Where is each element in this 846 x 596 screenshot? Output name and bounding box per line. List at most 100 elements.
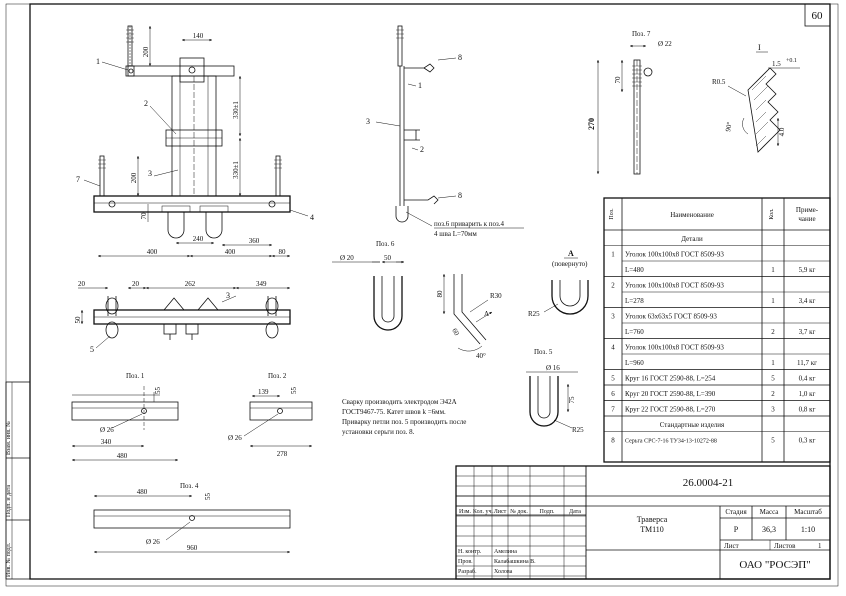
table-row-qty: 1	[771, 297, 775, 305]
scale-value: 1:10	[801, 525, 815, 534]
side-stamp: Взам. инв. № Подп. и дата Инв. № подл.	[5, 381, 31, 580]
pos6-label: Поз. 6	[376, 240, 395, 248]
main-elevation-view: 140 200 330±1 330±1 200 70 240 400 400 3…	[76, 25, 314, 258]
plan-pos-5: 5	[90, 345, 94, 354]
table-row-pos: 8	[611, 437, 615, 445]
pos-label-1: 1	[96, 57, 100, 66]
plan-dim-262: 262	[185, 280, 196, 288]
view-a: А (повернуто) R25	[528, 249, 589, 318]
pos1-detail: Поз. 1 55 Ø 26 340 480	[71, 372, 179, 462]
table-row-length: L=278	[625, 297, 644, 305]
table-row-name: Круг 22 ГОСТ 2590-88, L=270	[625, 406, 716, 414]
table-section-details: Детали	[681, 235, 703, 243]
rev-header: Дата	[569, 509, 581, 515]
pos2-d139: 139	[258, 388, 269, 396]
table-row-length: L=960	[625, 359, 644, 367]
pos2-d55: 55	[290, 387, 298, 395]
pos6-r30: R30	[490, 292, 502, 300]
table-row-pos: 6	[611, 390, 615, 398]
table-row-name: Круг 16 ГОСТ 2590-88, L=254	[625, 375, 716, 383]
pos-label-7: 7	[76, 175, 80, 184]
table-row-pos: 2	[611, 282, 615, 290]
pos1-d340: 340	[101, 438, 112, 446]
pos-label-2: 2	[144, 99, 148, 108]
table-row-qty: 2	[771, 328, 775, 336]
signature-role: Пров.	[458, 559, 473, 565]
pos2-d278: 278	[277, 450, 288, 458]
table-row-qty: 1	[771, 266, 775, 274]
pos4-dia: Ø 26	[146, 538, 160, 546]
view-a-r25: R25	[528, 310, 540, 318]
pos7-dia: Ø 22	[658, 40, 672, 48]
dim-80: 80	[279, 248, 287, 256]
organization: ОАО "РОСЭП"	[739, 559, 810, 571]
scale-label: Масштаб	[794, 508, 822, 516]
plan-pos-3: 3	[226, 291, 230, 300]
pos4-d55: 55	[204, 493, 212, 501]
side-view: 8 1 3 2 8 поз.6 приварить к поз.4 4 шва …	[366, 25, 524, 238]
pos6-d60: 60	[450, 327, 461, 337]
signature-role: Разраб.	[458, 568, 477, 575]
pos-label-4: 4	[310, 213, 314, 222]
sheets-value: 1	[818, 542, 822, 550]
plan-dim-50: 50	[74, 316, 82, 324]
table-row-pos: 1	[611, 251, 615, 259]
sheet-number-box	[804, 3, 831, 27]
dim-400b: 400	[225, 248, 236, 256]
table-row-note: 3,7 кг	[799, 328, 816, 336]
plan-dim-20b: 20	[132, 280, 140, 288]
stage-value: Р	[734, 525, 739, 534]
pos4-label: Поз. 4	[180, 482, 199, 490]
weld-note-2: 4 шва L=70мм	[434, 230, 477, 238]
weld-note-1: поз.6 приварить к поз.4	[434, 220, 504, 228]
pos4-d960: 960	[187, 544, 198, 552]
dim-200b: 200	[130, 172, 138, 183]
pos4-detail: Поз. 4 480 55 Ø 26 960	[93, 482, 291, 554]
section-d40: 4.0	[778, 127, 786, 136]
table-row-length: L=480	[625, 266, 644, 274]
table-row-name: Уголок 100х100х8 ГОСТ 8509-93	[625, 344, 724, 352]
view-a-label: А	[568, 249, 574, 258]
pos5-dia: Ø 16	[546, 364, 560, 372]
plan-dim-20a: 20	[78, 280, 86, 288]
pos7-d70: 70	[614, 76, 622, 84]
table-row-note: 0,8 кг	[799, 406, 816, 414]
pos4-d480: 480	[137, 488, 148, 496]
mass-value: 36,3	[762, 525, 776, 534]
rev-header: № док.	[510, 509, 528, 515]
table-row-note: 3,4 кг	[799, 297, 816, 305]
section-ang: 90°	[724, 121, 734, 132]
rev-header: Подп.	[540, 509, 555, 515]
table-row-name: Круг 20 ГОСТ 2590-88, L=390	[625, 390, 716, 398]
pos1-d55: 55	[154, 387, 162, 395]
title-line-1: Траверса	[637, 515, 668, 524]
pos5-r25: R25	[572, 426, 584, 434]
dim-140: 140	[193, 32, 204, 40]
table-row-note: 0,4 кг	[799, 375, 816, 383]
pos6-dia: Ø 20	[340, 254, 354, 262]
pos1-d480: 480	[117, 452, 128, 460]
pos6-ang: 40°	[476, 352, 486, 360]
pos7-d270: 270	[587, 118, 596, 130]
table-row-name: Уголок 100х100х8 ГОСТ 8509-93	[625, 251, 724, 259]
doc-code: 26.0004-21	[683, 477, 733, 489]
table-section-standard: Стандартные изделия	[660, 421, 725, 429]
pos6-a: А	[484, 310, 489, 318]
rev-header: Кол. уч.	[473, 509, 494, 515]
table-row-note: 11,7 кг	[797, 359, 817, 367]
section-r: R0.5	[712, 78, 726, 86]
table-row-note: 1,0 кг	[799, 390, 816, 398]
general-notes: Сварку производить электродом Э42А ГОСТ9…	[342, 398, 466, 436]
table-header-note-a: Приме-	[796, 206, 819, 214]
sheet-label: Лист	[724, 542, 739, 550]
side-pos-3: 3	[366, 117, 370, 126]
table-header-note-b: чание	[798, 215, 815, 223]
stage-label: Стадия	[725, 508, 747, 516]
section-d15: 1.5	[772, 60, 781, 68]
plan-dim-349: 349	[256, 280, 267, 288]
side-pos-8b: 8	[458, 191, 462, 200]
side-pos-8a: 8	[458, 53, 462, 62]
pos1-label: Поз. 1	[126, 372, 145, 380]
signature-role: Н. контр.	[458, 549, 482, 555]
